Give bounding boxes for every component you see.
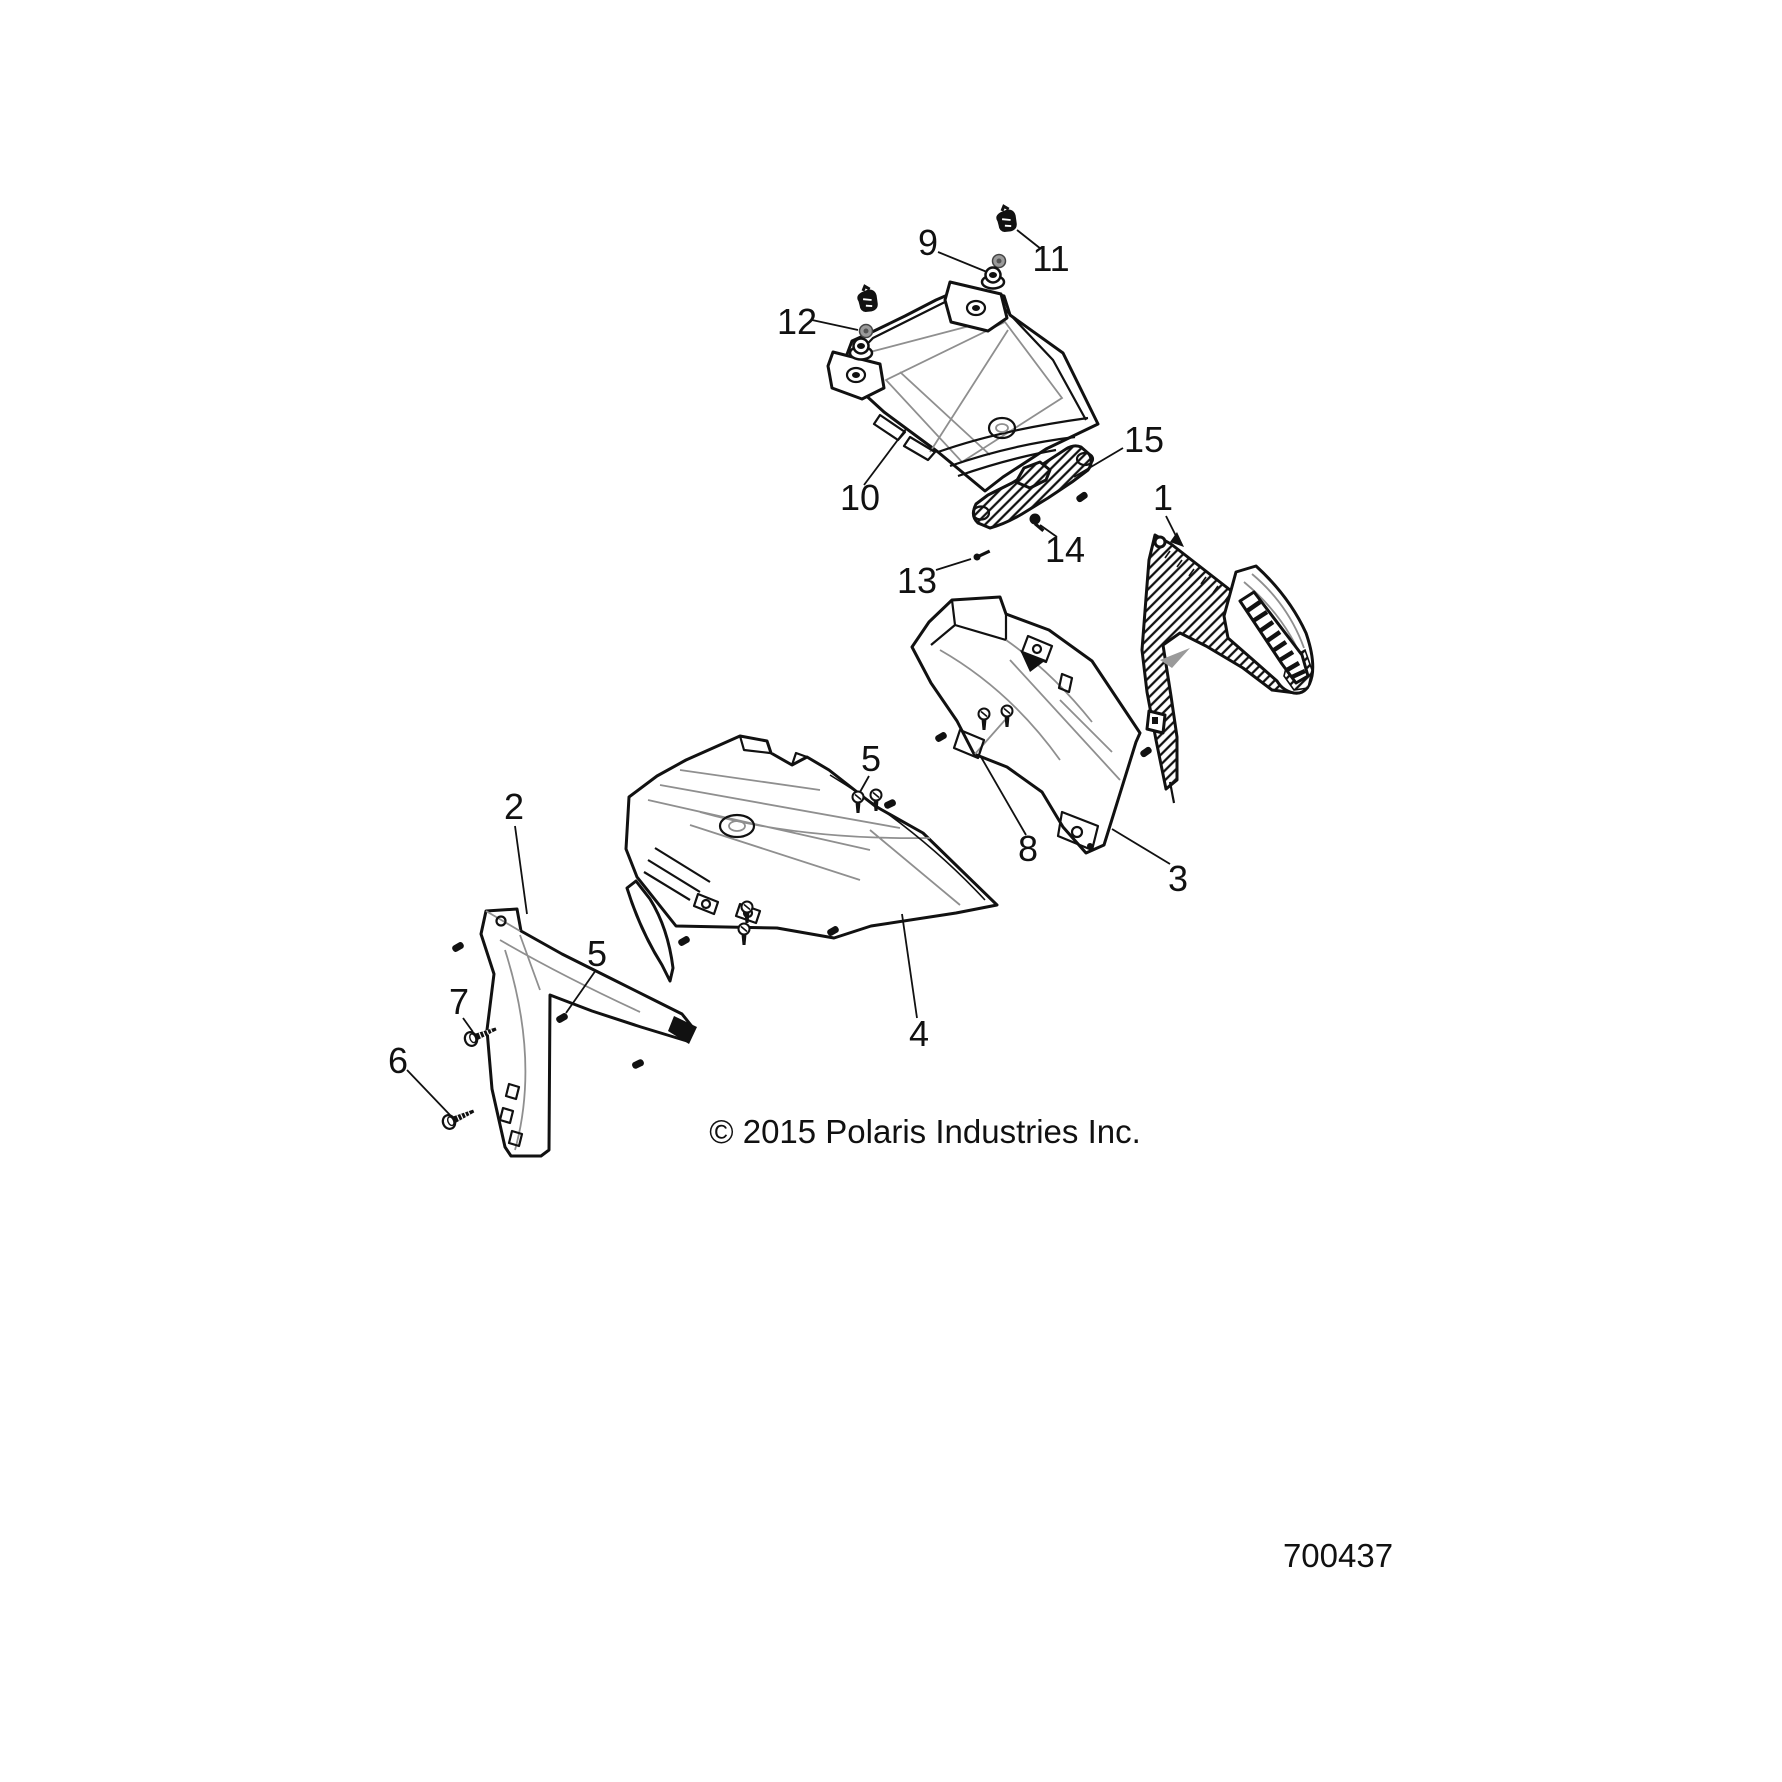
- callout-14: 14: [1039, 524, 1085, 570]
- callout-2-label: 2: [504, 786, 524, 827]
- spacer-washer: [991, 253, 1007, 269]
- callout-13: 13: [897, 558, 972, 601]
- callout-6: 6: [388, 1040, 451, 1116]
- screw-13: [973, 549, 991, 561]
- retainer-clip-11: [992, 202, 1021, 236]
- retainer-clip-12: [853, 282, 882, 316]
- fastener-bit: [934, 730, 948, 744]
- callout-12-label: 12: [777, 301, 817, 342]
- vent-bars: [1245, 600, 1306, 680]
- part-4-hood-lower-panel: [624, 734, 999, 983]
- callout-15-label: 15: [1124, 419, 1164, 460]
- callout-5b-label: 5: [587, 933, 607, 974]
- callout-3-label: 3: [1168, 858, 1188, 899]
- part-1-fender-flare-right: [1140, 533, 1315, 804]
- part-15-grille-support-bar: [971, 444, 1095, 530]
- copyright-notice: © 2015 Polaris Industries Inc.: [709, 1113, 1141, 1150]
- fender-tip-detail: [668, 1016, 697, 1044]
- callout-1-label: 1: [1153, 477, 1173, 518]
- callout-5a: 5: [859, 738, 881, 793]
- leader-arrowhead: [1170, 532, 1184, 547]
- fastener-bit: [1139, 745, 1153, 759]
- callout-4-label: 4: [909, 1013, 929, 1054]
- screw-6: [439, 1103, 478, 1132]
- callout-8-label: 8: [1018, 828, 1038, 869]
- callout-5b: 5: [565, 933, 607, 1014]
- part-3-fender-panel-right: [910, 595, 1142, 855]
- callout-10: 10: [840, 428, 907, 518]
- fastener-bit: [555, 1011, 569, 1025]
- callout-15: 15: [1073, 419, 1164, 478]
- callout-11: 11: [1016, 229, 1070, 279]
- fastener-bit: [451, 940, 465, 954]
- figure-number: 700437: [1283, 1537, 1393, 1574]
- callout-13-label: 13: [897, 560, 937, 601]
- part-10-hood: [826, 280, 1100, 493]
- fastener-bit: [1075, 490, 1089, 504]
- callout-12: 12: [777, 301, 859, 342]
- screw-14: [1029, 513, 1045, 532]
- part-2-fender-flare-left: [479, 907, 697, 1158]
- callout-11-label: 11: [1032, 238, 1069, 279]
- edge-ticks: [1164, 550, 1231, 602]
- callout-9: 9: [918, 222, 988, 273]
- fasteners: [439, 202, 1153, 1132]
- callout-7: 7: [449, 981, 474, 1033]
- callout-14-label: 14: [1045, 529, 1085, 570]
- callout-9-label: 9: [918, 222, 938, 263]
- spacer-washer: [858, 323, 874, 339]
- callout-1: 1: [1153, 477, 1184, 547]
- callout-3: 3: [1111, 828, 1188, 899]
- callout-4: 4: [901, 913, 929, 1054]
- screw: [737, 922, 751, 946]
- fastener-bit: [677, 934, 691, 948]
- callouts: 1 2 3 4 5 5 6 7: [388, 222, 1188, 1116]
- callout-6-label: 6: [388, 1040, 408, 1081]
- fastener-bit: [883, 798, 897, 810]
- callout-7-label: 7: [449, 981, 469, 1022]
- panel-left-blade: [625, 879, 675, 983]
- fastener-bit: [631, 1058, 645, 1070]
- callout-10-label: 10: [840, 477, 880, 518]
- callout-2: 2: [504, 786, 528, 915]
- callout-8: 8: [980, 756, 1038, 869]
- callout-5a-label: 5: [861, 738, 881, 779]
